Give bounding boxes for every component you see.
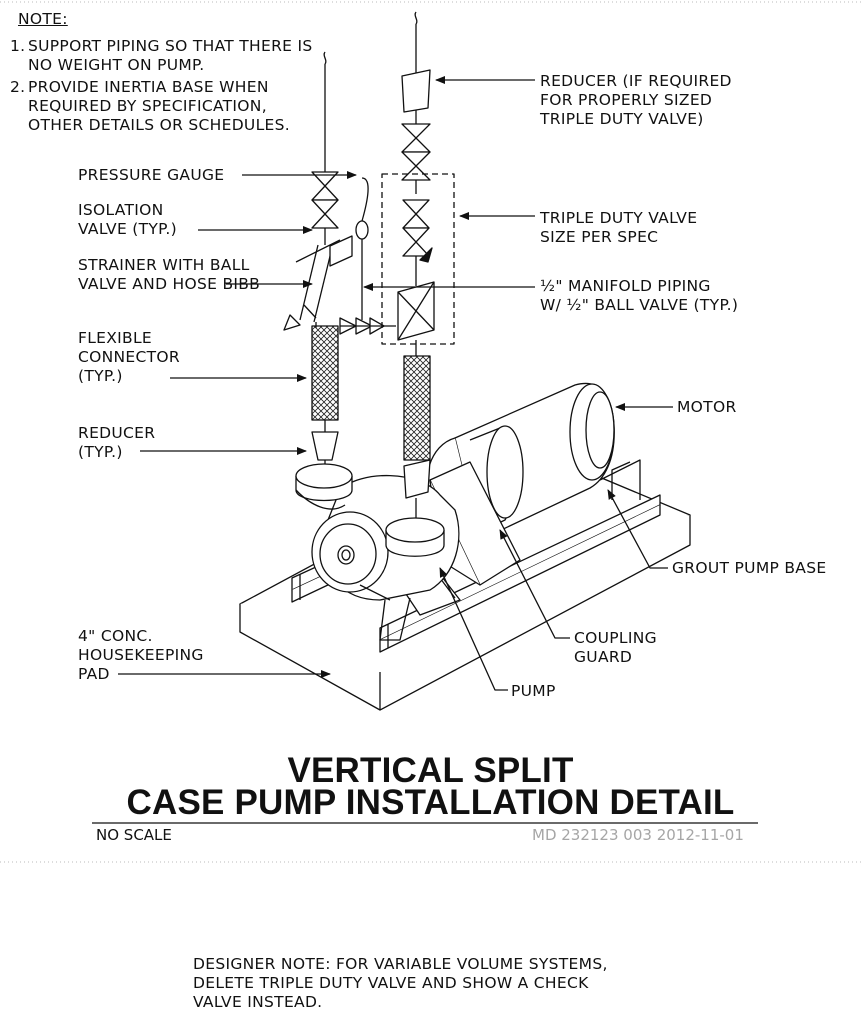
note-1-line-2: NO WEIGHT ON PUMP. — [28, 56, 205, 74]
label-reducer-if-required-3: TRIPLE DUTY VALVE) — [540, 110, 704, 128]
note-2-line-1: PROVIDE INERTIA BASE WHEN — [28, 78, 269, 96]
label-strainer-1: STRAINER WITH BALL — [78, 256, 250, 274]
gauge-manifold — [329, 177, 396, 335]
label-manifold-piping-1: ½" MANIFOLD PIPING — [540, 277, 711, 295]
suction-piping — [283, 51, 341, 464]
label-flexible-connector-2: CONNECTOR — [78, 348, 180, 366]
note-2-line-2: REQUIRED BY SPECIFICATION, — [28, 97, 267, 115]
label-triple-duty-valve-2: SIZE PER SPEC — [540, 228, 659, 246]
label-reducer-typ-1: REDUCER — [78, 424, 156, 442]
leader-lines — [118, 76, 673, 691]
note-2-line-3: OTHER DETAILS OR SCHEDULES. — [28, 116, 290, 134]
suction-flange — [295, 463, 353, 510]
discharge-flange — [385, 517, 445, 557]
label-reducer-if-required-1: REDUCER (IF REQUIRED — [540, 72, 732, 90]
label-motor: MOTOR — [677, 398, 737, 416]
label-grout-pump-base: GROUT PUMP BASE — [672, 559, 827, 577]
label-strainer-2: VALVE AND HOSE BIBB — [78, 275, 261, 293]
label-isolation-valve-1: ISOLATION — [78, 201, 164, 219]
triple-duty-valve-box — [381, 173, 455, 345]
label-pad-3: PAD — [78, 665, 110, 683]
label-pad-2: HOUSEKEEPING — [78, 646, 204, 664]
label-pad-1: 4" CONC. — [78, 627, 153, 645]
title-line-1: VERTICAL SPLIT — [287, 751, 574, 790]
label-coupling-guard-2: GUARD — [574, 648, 633, 666]
designer-note-line-1: DESIGNER NOTE: FOR VARIABLE VOLUME SYSTE… — [193, 955, 608, 973]
note-2-number: 2. — [10, 78, 26, 96]
label-reducer-typ-2: (TYP.) — [78, 443, 123, 461]
scale-text: NO SCALE — [96, 826, 172, 844]
label-flexible-connector-1: FLEXIBLE — [78, 329, 152, 347]
discharge-piping — [381, 11, 455, 518]
note-1-line-1: SUPPORT PIPING SO THAT THERE IS — [28, 37, 313, 55]
label-isolation-valve-2: VALVE (TYP.) — [78, 220, 177, 238]
label-pump: PUMP — [511, 682, 556, 700]
note-1-number: 1. — [10, 37, 26, 55]
label-reducer-if-required-2: FOR PROPERLY SIZED — [540, 91, 713, 109]
label-triple-duty-valve-1: TRIPLE DUTY VALVE — [540, 209, 698, 227]
label-coupling-guard-1: COUPLING — [574, 629, 657, 647]
reference-number: MD 232123 003 2012-11-01 — [532, 826, 744, 844]
notes-heading: NOTE: — [18, 10, 68, 28]
title-line-2: CASE PUMP INSTALLATION DETAIL — [126, 783, 735, 822]
designer-note-line-2: DELETE TRIPLE DUTY VALVE AND SHOW A CHEC… — [193, 974, 589, 992]
label-flexible-connector-3: (TYP.) — [78, 367, 123, 385]
designer-note-line-3: VALVE INSTEAD. — [193, 993, 323, 1011]
label-pressure-gauge: PRESSURE GAUGE — [78, 166, 225, 184]
label-manifold-piping-2: W/ ½" BALL VALVE (TYP.) — [540, 296, 739, 314]
